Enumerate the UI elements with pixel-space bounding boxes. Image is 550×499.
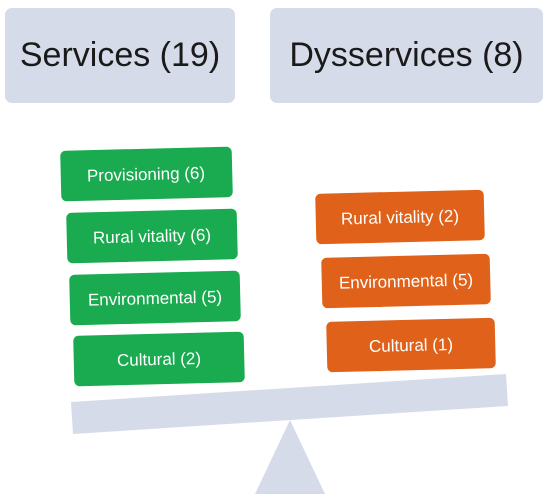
dysservices-tile-cultural-box — [324, 316, 498, 374]
balance-beam — [71, 374, 508, 434]
services-tile-environmental-label: Environmental (5) — [88, 287, 223, 309]
services-tile-cultural: Cultural (2) — [71, 330, 247, 388]
dysservices-tile-rural-vitality: Rural vitality (2) — [313, 188, 487, 246]
services-tile-cultural-box — [71, 330, 247, 388]
dysservices-tile-rural-vitality-box — [313, 188, 487, 246]
dysservices-header-label: Dysservices (8) — [289, 36, 524, 74]
dysservices-stack: Rural vitality (2) Environmental (5) Cul… — [313, 188, 498, 374]
services-tile-environmental-box — [67, 269, 243, 327]
services-tile-rural-vitality-box — [64, 207, 240, 265]
services-tile-rural-vitality-label: Rural vitality (6) — [93, 226, 212, 248]
services-tile-environmental: Environmental (5) — [67, 269, 243, 327]
services-header: Services (19) — [5, 8, 235, 103]
services-stack: Provisioning (6) Rural vitality (6) Envi… — [58, 145, 247, 388]
dysservices-header: Dysservices (8) — [270, 8, 543, 103]
services-header-label: Services (19) — [19, 36, 221, 74]
dysservices-tile-environmental-box — [319, 252, 493, 310]
dysservices-tile-environmental-label: Environmental (5) — [339, 270, 474, 292]
services-tile-provisioning: Provisioning (6) — [58, 145, 235, 203]
dysservices-tile-cultural: Cultural (1) — [324, 316, 498, 374]
services-tile-cultural-label: Cultural (2) — [117, 349, 202, 370]
services-tile-provisioning-label: Provisioning (6) — [87, 164, 206, 186]
dysservices-tile-environmental: Environmental (5) — [319, 252, 493, 310]
services-tile-rural-vitality: Rural vitality (6) — [64, 207, 240, 265]
services-tile-provisioning-box — [58, 145, 235, 203]
dysservices-tile-rural-vitality-label: Rural vitality (2) — [341, 207, 460, 229]
dysservices-tile-cultural-label: Cultural (1) — [369, 335, 454, 356]
balance-fulcrum — [255, 420, 325, 494]
